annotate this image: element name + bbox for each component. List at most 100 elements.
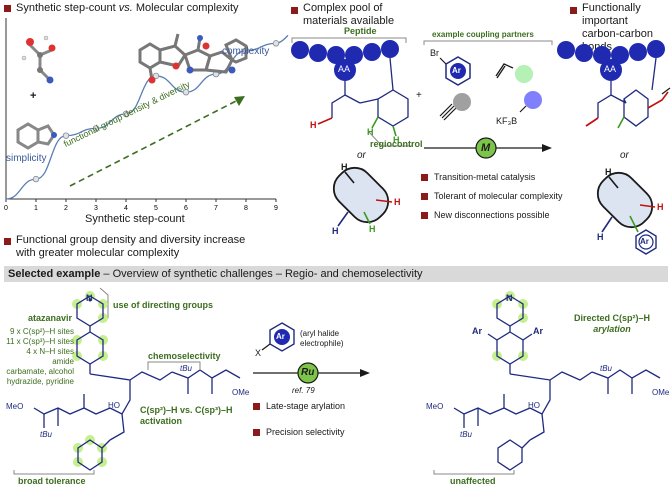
x-tick-label: 0 — [4, 205, 8, 212]
indole-molecule — [16, 122, 57, 150]
x-tick-label: 7 — [214, 205, 218, 212]
coupling-title: example coupling partners — [432, 30, 534, 39]
bullet-square — [421, 174, 428, 181]
directed-line-2: arylation — [593, 324, 631, 334]
ome-label: OMe — [652, 388, 670, 397]
ho-label: HO — [528, 401, 540, 410]
bullet-square — [4, 5, 11, 12]
plus-sign: + — [416, 90, 422, 101]
note-line-2: with greater molecular complexity — [16, 247, 180, 259]
heading-line-2: materials available — [303, 15, 395, 27]
bullet-square — [4, 238, 11, 245]
aa-label: AA — [338, 64, 351, 74]
complexity-curve — [5, 34, 289, 200]
data-point — [152, 72, 160, 80]
broad-tolerance-label: broad tolerance — [18, 476, 86, 486]
tbu-label: tBu — [180, 364, 193, 373]
coupling-bullet-2: Tolerant of molecular complexity — [434, 191, 563, 201]
site-3: 4 x N–H sites — [26, 347, 74, 356]
x-label: X — [255, 348, 262, 358]
data-points — [32, 40, 280, 183]
ar-label: Ar — [276, 332, 285, 341]
meo-label: MeO — [6, 402, 24, 411]
x-tick-label: 3 — [94, 205, 98, 212]
bullet-square — [253, 429, 260, 436]
site-6: hydrazide, pyridine — [6, 377, 74, 386]
banner-bold: Selected example — [8, 268, 101, 280]
pool-heading: Complex pool of materials available — [303, 2, 394, 28]
ar-label: Ar — [640, 237, 649, 246]
h-red: H — [657, 202, 664, 212]
ar-left-label: Ar — [472, 326, 483, 336]
complexity-label: complexity — [222, 46, 270, 57]
chemoselectivity-label: chemoselectivity — [148, 351, 221, 361]
x-tick-label: 6 — [184, 205, 188, 212]
directed-arylation-label: Directed C(sp²)–H arylation — [574, 313, 650, 335]
x-tick-label: 8 — [244, 205, 248, 212]
n-pyridine: N — [86, 293, 93, 303]
aryl-halide-label: (aryl halide electrophile) — [300, 329, 344, 349]
or-label: or — [620, 150, 629, 161]
n-pyridine: N — [506, 293, 513, 303]
coupling-bullet-3: New disconnections possible — [434, 210, 550, 220]
ho-label: HO — [108, 401, 120, 410]
precision-label: Precision selectivity — [266, 427, 345, 437]
ome-label: OMe — [232, 388, 250, 397]
peptide-label: Peptide — [344, 26, 377, 36]
metal-label: M — [481, 142, 491, 154]
meo-label: MeO — [426, 402, 444, 411]
bullet-square — [291, 7, 298, 14]
h-green: H — [369, 224, 376, 234]
late-stage-label: Late-stage arylation — [266, 401, 346, 411]
h-red: H — [310, 120, 317, 130]
heading-line-2: carbon-carbon bonds — [582, 28, 653, 53]
or-label: or — [357, 150, 366, 161]
sites-list: 9 x C(sp²)–H sites 11 x C(sp³)–H sites 4… — [6, 327, 74, 387]
h-blue: H — [332, 226, 339, 236]
trend-arrowhead — [234, 96, 245, 106]
trend-arrow — [69, 99, 239, 187]
h-top: H — [605, 167, 612, 177]
ar-label: Ar — [452, 66, 461, 75]
tbu-label: tBu — [40, 430, 53, 439]
functional-group-note: Functional group density and diversity i… — [16, 234, 245, 260]
unaffected-label: unaffected — [450, 476, 496, 486]
h-top: H — [341, 162, 348, 172]
coupling-bullet-1: Transition-metal catalysis — [434, 172, 536, 182]
complex-molecule — [138, 33, 248, 84]
activation-line-2: activation — [140, 416, 183, 426]
reference-label: ref. 79 — [292, 386, 315, 395]
aryl-line-1: (aryl halide — [300, 329, 340, 338]
data-point — [212, 70, 220, 78]
bullet-square — [421, 193, 428, 200]
heading-line-1: Complex pool of — [303, 2, 383, 14]
selected-example-banner: Selected example – Overview of synthetic… — [4, 266, 668, 282]
activation-label: C(sp²)–H vs. C(sp³)–H activation — [140, 405, 233, 427]
ru-label: Ru — [301, 367, 315, 378]
directing-groups-label: use of directing groups — [113, 300, 214, 310]
data-point — [272, 40, 280, 47]
x-tick-label: 4 — [124, 205, 128, 212]
trend-label: functional group density & diversity — [62, 79, 192, 149]
site-5: carbamate, alcohol — [6, 367, 74, 376]
bullet-square — [421, 212, 428, 219]
heading-line-1: Functionally important — [582, 2, 641, 27]
h-green: H — [367, 127, 374, 137]
activation-line-1: C(sp²)–H vs. C(sp³)–H — [140, 405, 233, 415]
heading-vs: vs. — [118, 2, 133, 14]
bullet-square — [570, 7, 577, 14]
ar-right-label: Ar — [533, 326, 544, 336]
bullet-square — [253, 403, 260, 410]
tbu-label: tBu — [600, 364, 613, 373]
heading-text: Molecular complexity — [135, 2, 239, 14]
heading-text: Synthetic step-count — [16, 2, 116, 14]
h-blue: H — [597, 232, 604, 242]
atazanavir-label: atazanavir — [28, 313, 73, 323]
amino-acid-molecule — [21, 35, 56, 84]
banner-rest: – Overview of synthetic challenges – Reg… — [100, 268, 423, 280]
cyclic-scaffold — [332, 166, 393, 227]
site-4: amide — [52, 357, 74, 366]
x-axis-label: Synthetic step-count — [85, 213, 185, 225]
regiocontrol-label: regiocontrol — [370, 139, 423, 149]
